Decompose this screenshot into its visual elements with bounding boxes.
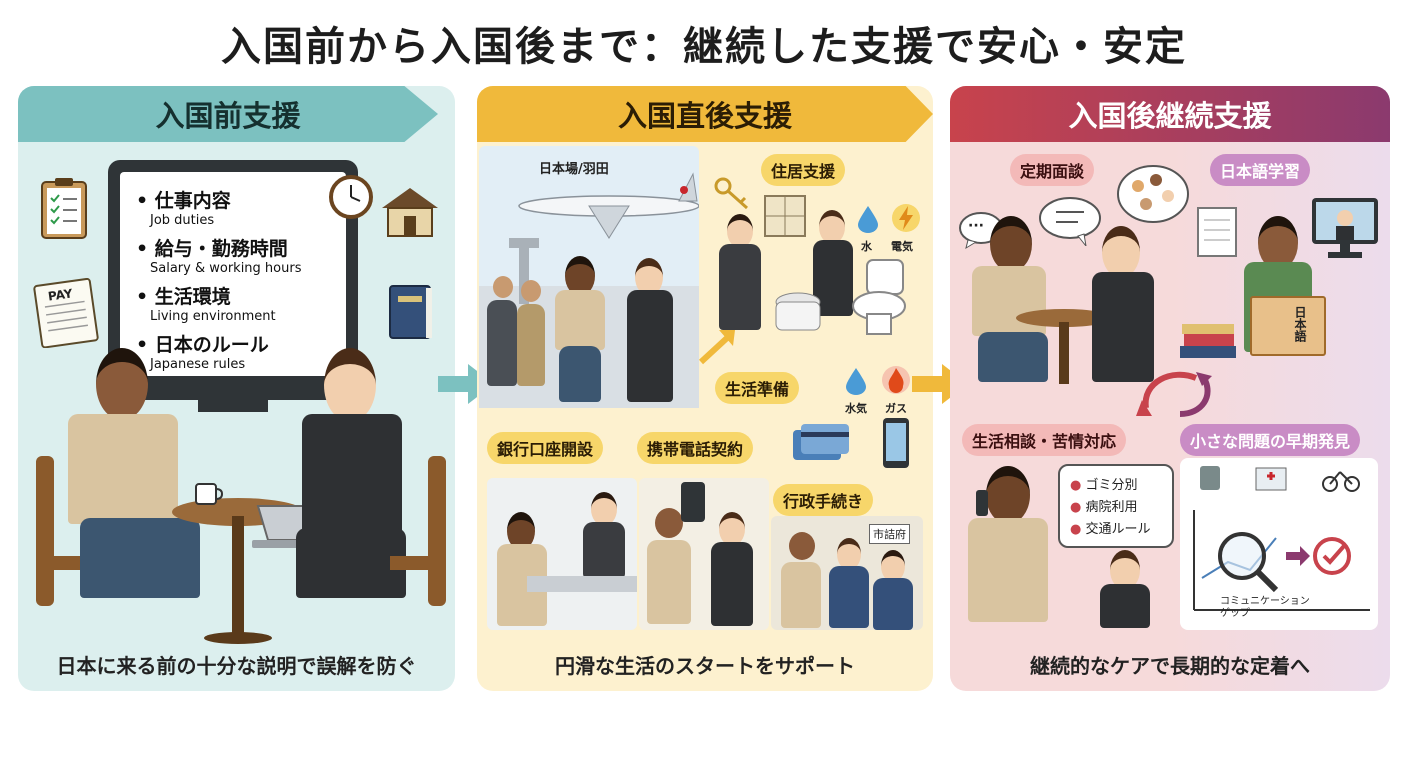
interview-table xyxy=(1014,308,1114,388)
worker-in-interview xyxy=(964,216,1054,386)
chair-left xyxy=(32,456,92,616)
airplane-icon xyxy=(518,172,700,239)
screen-item-job-duties-en: Job duties xyxy=(150,213,215,228)
worker-on-phone xyxy=(962,466,1052,626)
page-title: 入国前から入国後まで：継続した支援で安心・安定 xyxy=(221,24,1187,70)
topic-traffic: ● 交通ルール xyxy=(1070,522,1151,537)
gas-flame-icon xyxy=(881,364,911,396)
stage-pre-entry-caption: 日本に来る前の十分な説明で誤解を防ぐ xyxy=(56,654,417,678)
toilet-icon xyxy=(849,258,913,338)
phone-shop-scene xyxy=(639,478,769,630)
info-monitor: • 仕事内容 Job duties • 給与・勤務時間 Salary & wor… xyxy=(108,160,358,400)
early-detection-label: 小さな問題の早期発見 xyxy=(1180,424,1361,456)
electricity-icon xyxy=(891,202,921,234)
water-drop-icon xyxy=(855,204,881,234)
regular-interview-label: 定期面談 xyxy=(1010,154,1095,186)
bank-account-label: 銀行口座開設 xyxy=(487,432,604,464)
screen-item-job-duties: • 仕事内容 xyxy=(136,190,231,212)
water-drop-icon-2 xyxy=(843,366,869,396)
speech-dots: ··· xyxy=(968,218,984,234)
early-detection-card: コミュニケーション ゲップ xyxy=(1180,458,1378,630)
stage-arrival-heading: 入国直後支援 xyxy=(477,86,933,142)
chair-right xyxy=(390,456,450,616)
community-bubble-icon xyxy=(1116,162,1190,232)
consultant-woman xyxy=(1094,550,1154,630)
keys-icon xyxy=(713,176,753,212)
flow-arrow-up xyxy=(697,326,737,366)
smartphone-icon xyxy=(881,416,911,470)
topic-garbage: ● ゴミ分別 xyxy=(1070,478,1138,493)
water-gas-label: 水気 xyxy=(845,402,867,415)
japanese-textbook: 日本語 xyxy=(1250,296,1326,356)
chat-bubble-icon xyxy=(1038,194,1102,248)
guide-woman-figure xyxy=(619,258,679,408)
city-hall-sign: 市詰府 xyxy=(869,524,910,544)
stage-pre-entry-heading: 入国前支援 xyxy=(18,86,438,142)
screen-item-salary-en: Salary & working hours xyxy=(150,261,302,276)
rulebook-icon xyxy=(386,282,436,342)
notebook-icon xyxy=(1196,206,1238,258)
stage-arrival-caption: 円滑な生活のスタートをサポート xyxy=(555,654,855,678)
checklist-clipboard-icon xyxy=(38,176,90,240)
admin-procedures-label: 行政手続き xyxy=(773,484,874,516)
coffee-cup-icon xyxy=(194,482,224,506)
airport-label: 日本場/羽田 xyxy=(539,162,609,177)
electricity-label: 電気 xyxy=(891,240,913,253)
screen-item-living-en: Living environment xyxy=(150,309,276,324)
monitor-stand xyxy=(198,400,268,412)
housing-support-label: 住居支援 xyxy=(761,154,846,186)
topics-bubble: ● ゴミ分別 ● 病院利用 ● 交通ルール xyxy=(1058,464,1174,548)
screen-item-rules: • 日本のルール xyxy=(136,334,269,356)
stage-post-entry-panel: 入国後継続支援 定期面談 日本語学習 ··· 日本語 xyxy=(950,86,1390,691)
phone-contract-label: 携帯電話契約 xyxy=(637,432,754,464)
phone-icon xyxy=(976,490,988,516)
textbook-label: 日本語 xyxy=(1293,306,1307,342)
monitor-screen: • 仕事内容 Job duties • 給与・勤務時間 Salary & wor… xyxy=(120,172,346,376)
japanese-house-icon xyxy=(378,182,442,240)
japanese-study-label: 日本語学習 xyxy=(1210,154,1311,186)
screen-item-salary: • 給与・勤務時間 xyxy=(136,238,288,260)
airport-scene: 日本場/羽田 xyxy=(479,146,700,408)
communication-gap-label: コミュニケーション ゲップ xyxy=(1220,596,1310,619)
gas-label: ガス xyxy=(885,402,907,415)
clock-icon xyxy=(328,174,374,220)
housing-staff-man xyxy=(715,214,765,334)
consultation-label: 生活相談・苦情対応 xyxy=(962,424,1127,456)
book-stack-icon xyxy=(1178,322,1238,362)
water-label: 水 xyxy=(861,240,872,253)
foreign-worker-figure xyxy=(58,348,208,608)
topic-hospital: ● 病院利用 xyxy=(1070,500,1138,515)
stage-post-entry-heading: 入国後継続支援 xyxy=(950,86,1390,142)
arriving-worker-figure xyxy=(549,256,609,406)
city-hall-scene: 市詰府 xyxy=(771,516,923,630)
cycle-arrows-icon xyxy=(1132,362,1218,422)
screen-item-living: • 生活環境 xyxy=(136,286,231,308)
payslip-icon: PAY xyxy=(32,277,102,349)
bank-counter-scene xyxy=(487,478,637,630)
video-call-monitor-icon xyxy=(1310,196,1380,260)
apartment-icon xyxy=(763,194,807,238)
supporter-woman-figure xyxy=(274,348,424,608)
stage-arrival-panel: 入国直後支援 日本場/羽田 xyxy=(477,86,933,691)
stage-post-entry-caption: 継続的なケアで長期的な定着へ xyxy=(1030,654,1310,678)
bank-cards-icon xyxy=(791,422,851,466)
screen-item-rules-en: Japanese rules xyxy=(150,357,246,372)
life-preparation-label: 生活準備 xyxy=(715,372,800,404)
colleagues-group xyxy=(487,276,547,396)
rice-cooker-icon xyxy=(773,290,823,334)
staff-in-interview xyxy=(1082,226,1162,386)
stage-pre-entry-panel: 入国前支援 PAY • 仕事内容 Job dutie xyxy=(18,86,455,691)
